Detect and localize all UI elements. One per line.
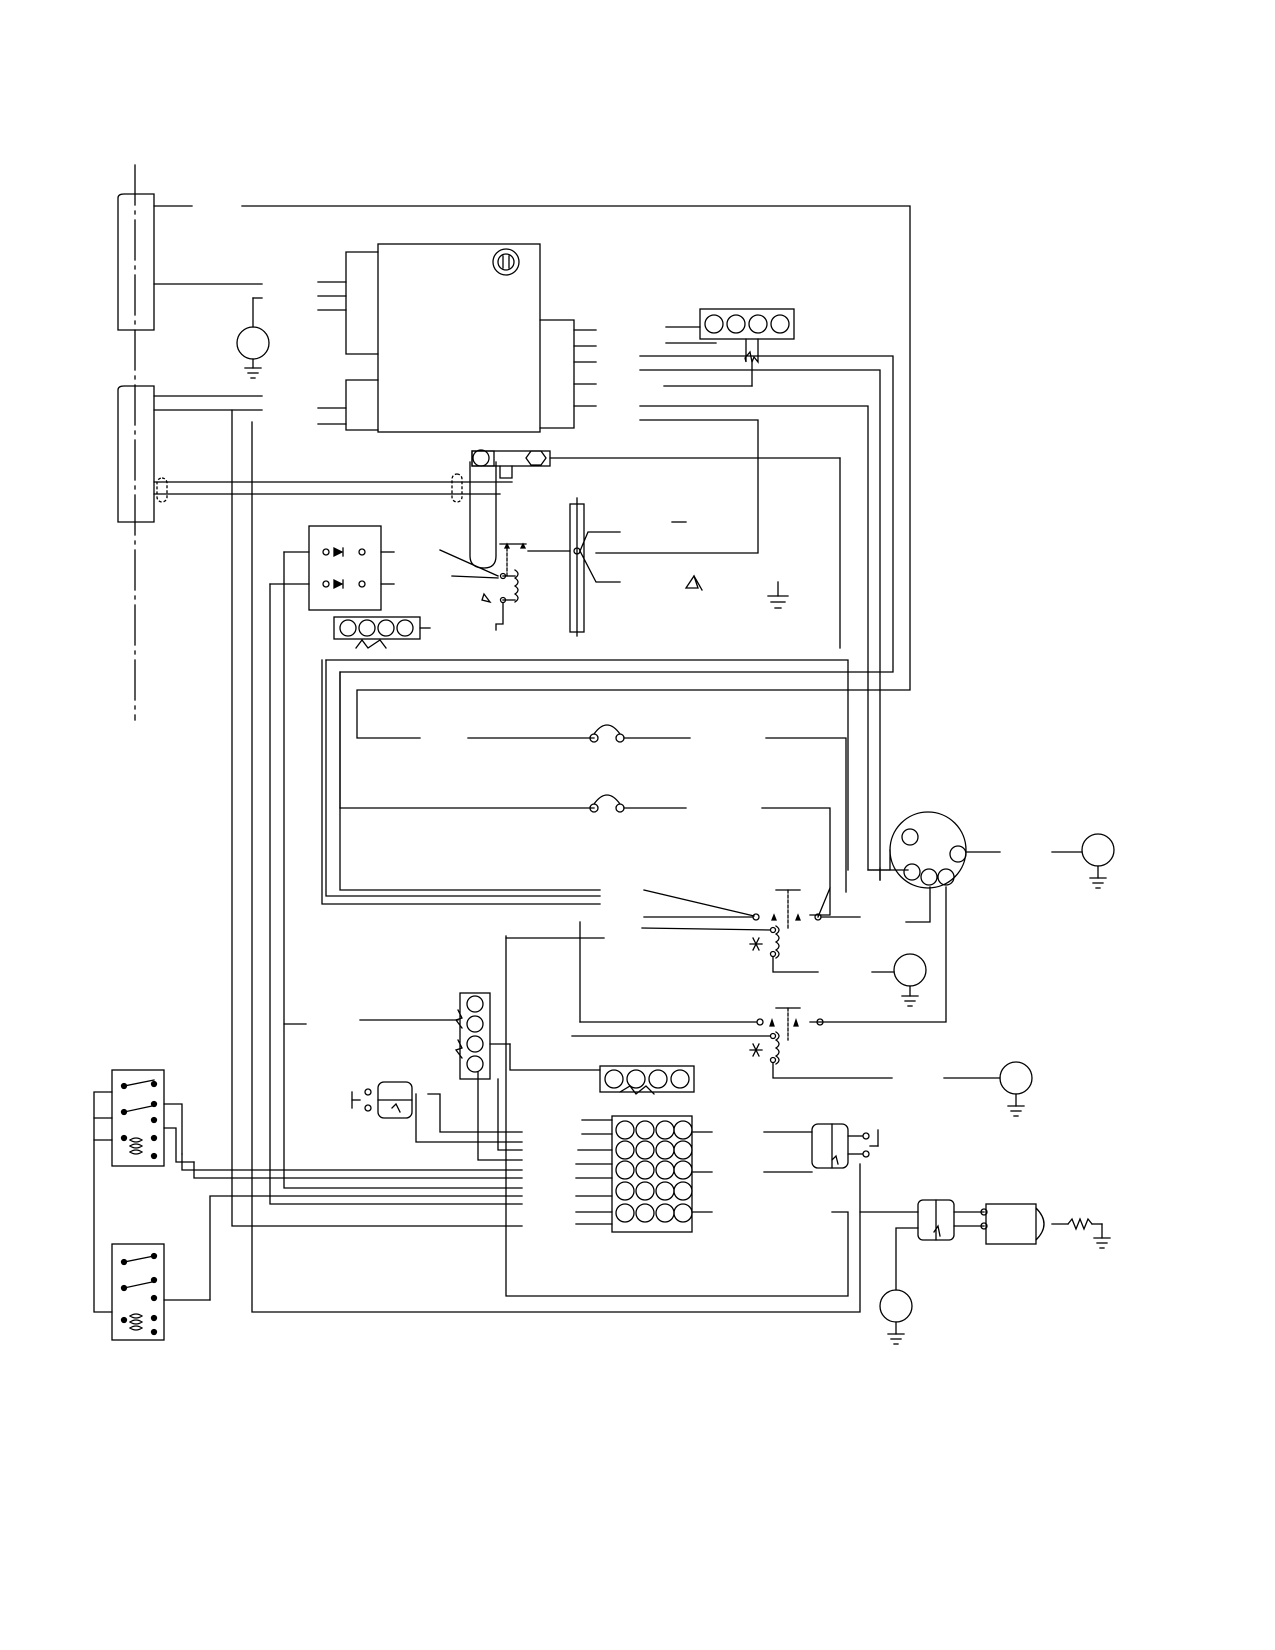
wire-left-mid [283,551,307,1025]
relay-2 [641,887,861,973]
module-fuse [492,248,520,276]
connector-4pin-b [333,616,431,649]
control-module [317,243,597,433]
wire-tb3 [415,1093,523,1143]
switch-right [763,1123,879,1173]
lamp-connector [859,1199,985,1291]
wire-tb10 [231,409,523,1227]
connector-4pin-c [599,1065,695,1095]
ground-circle-5 [879,1289,913,1345]
wire-tb4 [497,1078,523,1151]
wire-r4 [595,419,759,554]
wire-tb1 [509,1043,601,1071]
switch-left [351,1081,413,1119]
ground-symbol-mid [767,581,789,609]
ground-circle-1 [236,297,270,379]
wire-b [325,659,849,871]
connector-4pin-a [663,308,795,387]
wire-bottom-1 [251,421,861,1313]
connector-vertical-4pin [359,992,511,1080]
lamp-housing [980,1203,1111,1249]
wire-r1 [339,355,894,891]
shielded-pair [153,473,513,503]
wire-tb11 [209,1195,523,1301]
wire-bottom-2 [505,935,849,1297]
wire-mid-lower [321,659,601,905]
shunt-bar [469,449,841,649]
bus-bar [569,497,703,637]
left-connector-upper-bar [117,193,263,331]
wire-r2 [639,369,881,881]
relay-1 [439,542,571,631]
wire-to-round [867,849,891,871]
relay-3 [571,921,893,1079]
ground-circle-3 [871,953,927,1007]
terminal-block-20pin [575,1115,713,1233]
circuit-breaker-2 [339,794,831,916]
wire-tb6 [181,1153,523,1171]
wire-r3 [639,405,909,871]
left-connector-lower-bar [117,385,263,523]
diode-assembly [269,525,395,611]
wire-d [325,659,601,897]
wire-tb8 [283,1023,523,1189]
left-relay-panel-top [93,1069,195,1313]
circuit-breaker-1 [467,724,847,893]
wire-tb2 [427,1093,523,1133]
ground-circle-2 [1051,833,1115,889]
wire-tb9 [269,583,523,1205]
left-relay-panel-bottom [111,1243,211,1341]
wire-tb5 [477,1071,523,1161]
wire-tb7 [193,1161,523,1179]
ground-circle-4 [943,1061,1033,1117]
wire-top [241,205,911,739]
